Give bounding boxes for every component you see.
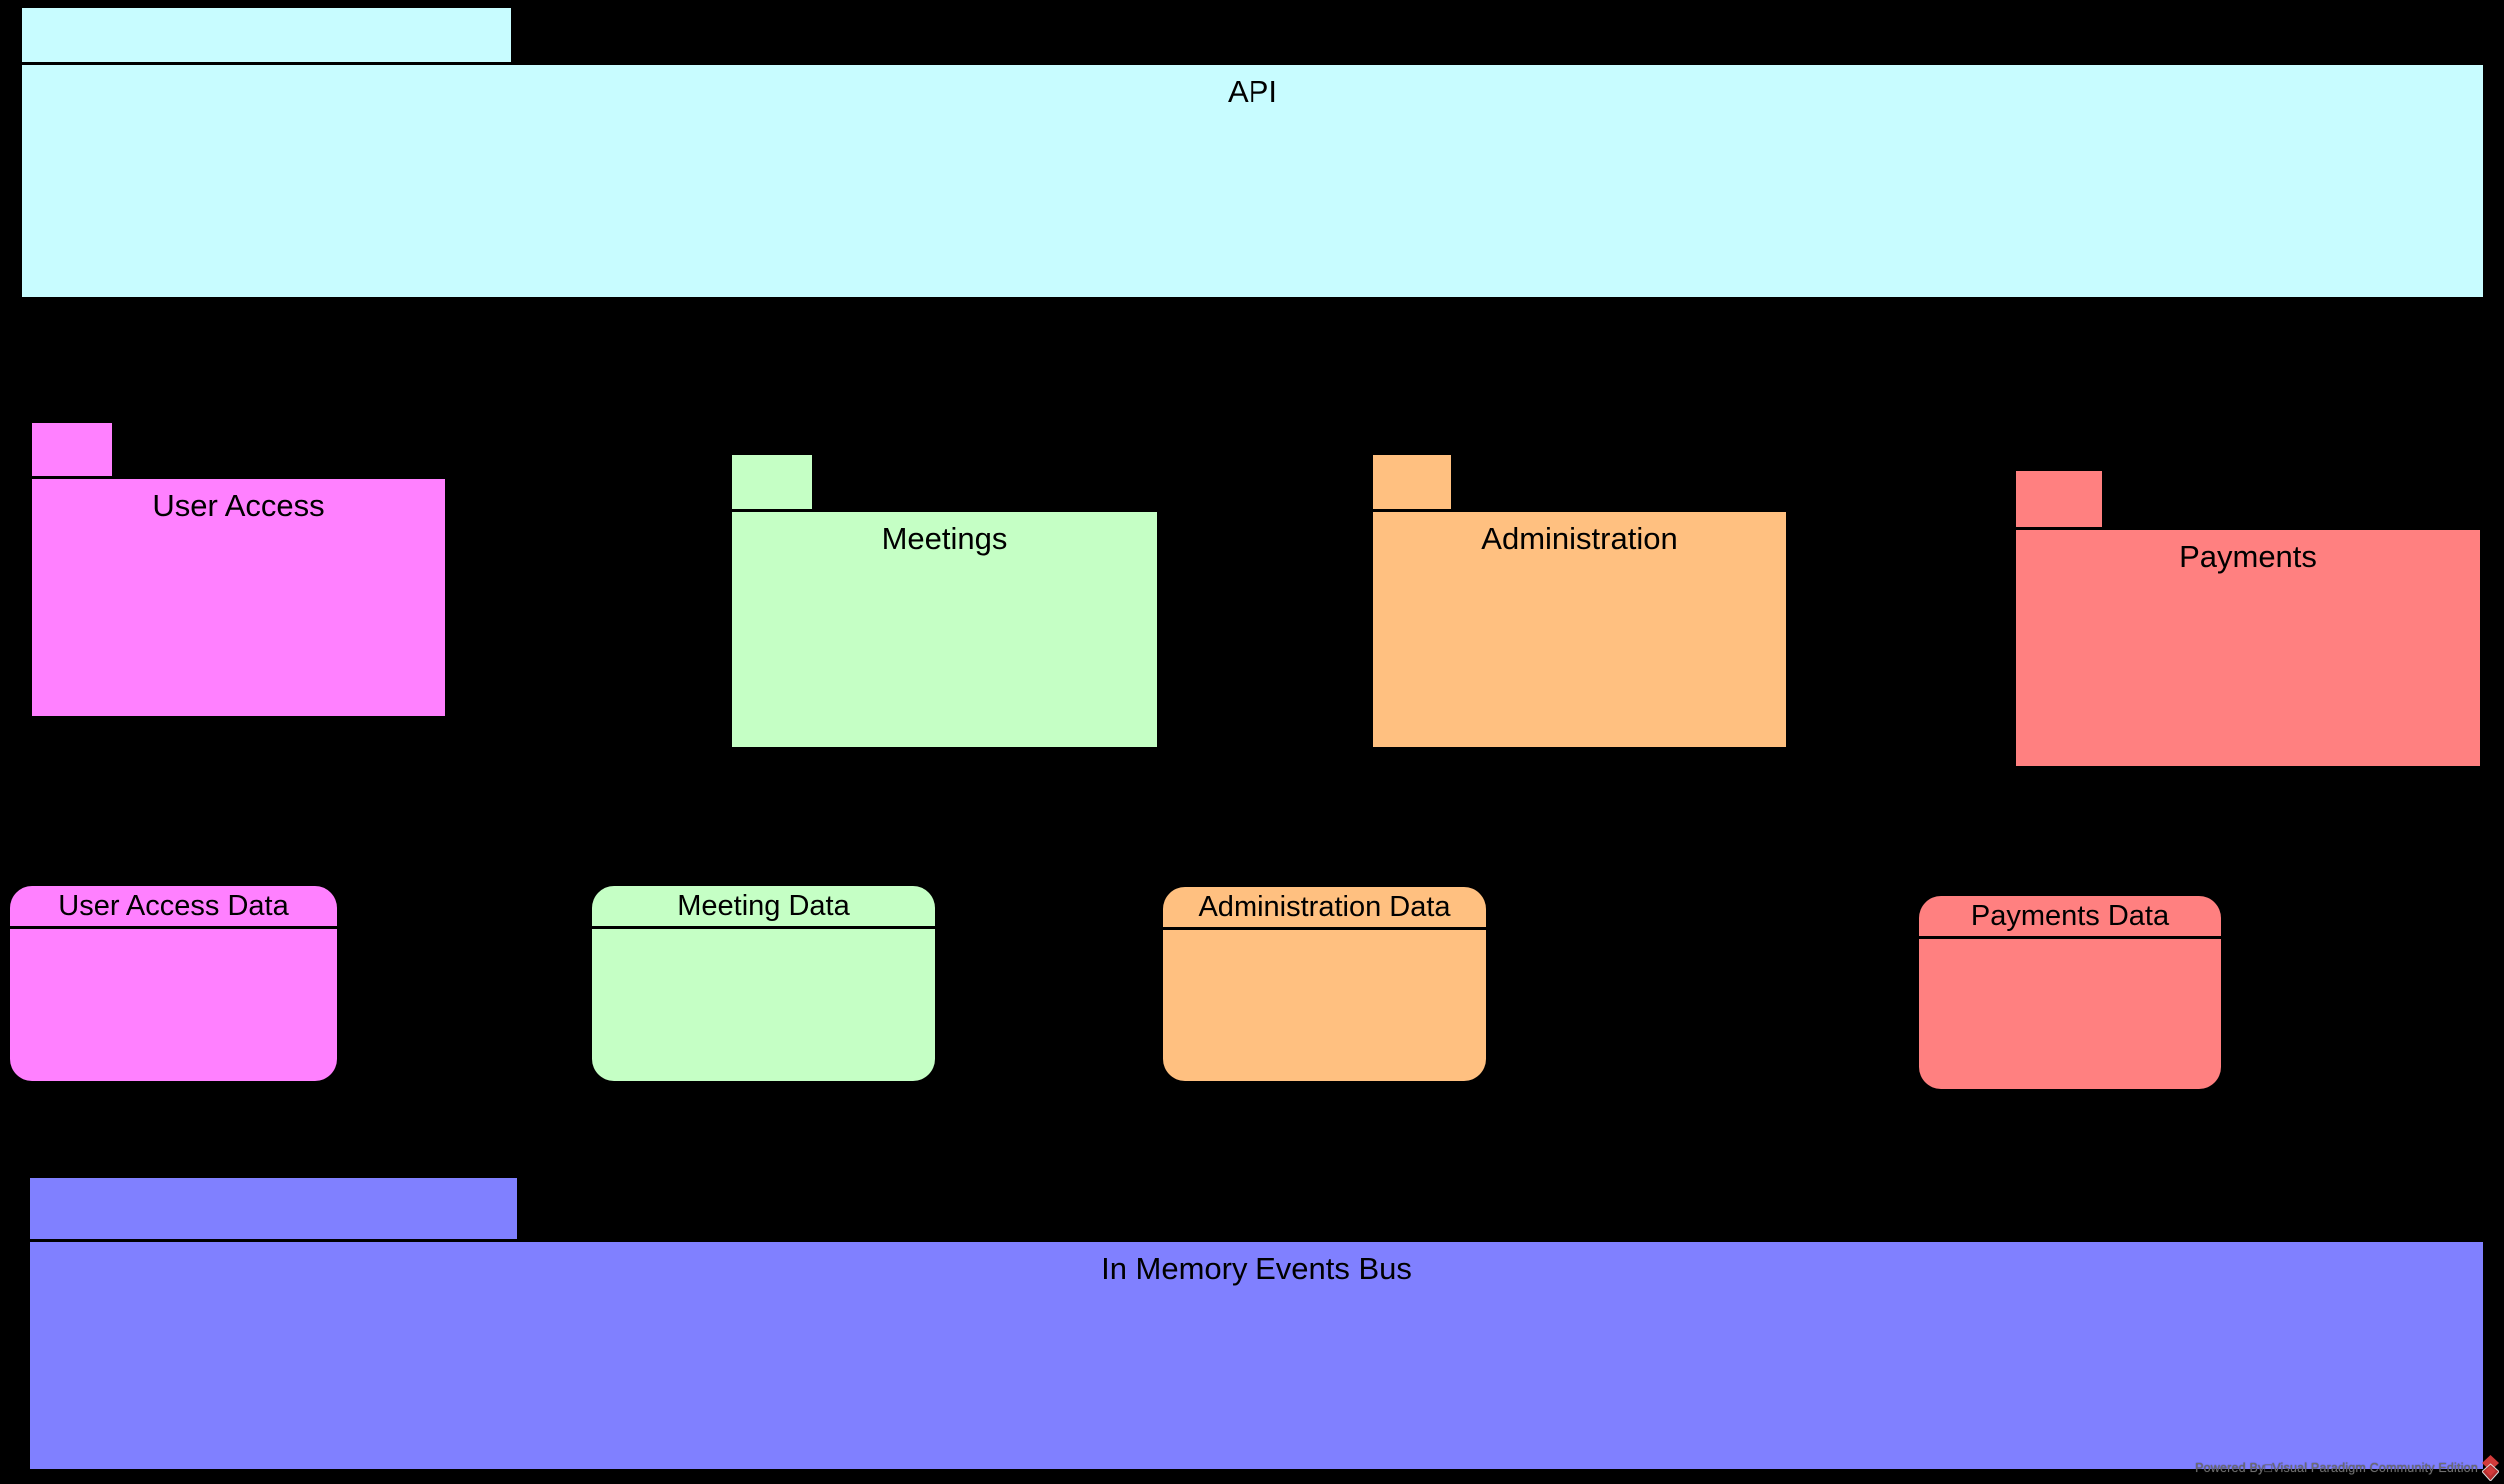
- package-meetings-body: Meetings: [732, 512, 1157, 747]
- package-administration-tab: [1373, 455, 1451, 512]
- package-meetings-tab: [732, 455, 812, 512]
- package-user-access-label: User Access: [152, 488, 325, 523]
- datastore-meeting-data: Meeting Data: [592, 886, 935, 1081]
- datastore-administration-data: Administration Data: [1163, 887, 1486, 1081]
- visual-paradigm-diamond-icon: [2481, 1455, 2500, 1482]
- package-in-memory-events-bus-tab: [30, 1178, 517, 1242]
- datastore-payments-data: Payments Data: [1919, 896, 2221, 1089]
- package-api-body: API: [22, 65, 2483, 297]
- watermark-text: Powered By□Visual Paradigm Community Edi…: [2195, 1461, 2478, 1475]
- datastore-meeting-data-title: Meeting Data: [592, 886, 935, 929]
- package-payments-label: Payments: [2179, 539, 2317, 574]
- watermark: Powered By□Visual Paradigm Community Edi…: [2195, 1455, 2500, 1482]
- package-api-label: API: [1228, 74, 1277, 109]
- package-payments-tab: [2016, 471, 2102, 530]
- package-administration-body: Administration: [1373, 512, 1786, 747]
- datastore-user-access-data-title: User Access Data: [10, 886, 337, 929]
- package-api-tab: [22, 8, 511, 65]
- package-meetings-label: Meetings: [881, 521, 1008, 556]
- datastore-administration-data-title: Administration Data: [1163, 887, 1486, 930]
- package-payments-body: Payments: [2016, 530, 2480, 766]
- datastore-user-access-data: User Access Data: [10, 886, 337, 1081]
- package-in-memory-events-bus-label: In Memory Events Bus: [1101, 1251, 1412, 1286]
- datastore-payments-data-title: Payments Data: [1919, 896, 2221, 939]
- package-administration-label: Administration: [1481, 521, 1678, 556]
- package-user-access-body: User Access: [32, 479, 445, 716]
- package-in-memory-events-bus-body: In Memory Events Bus: [30, 1242, 2483, 1469]
- package-user-access-tab: [32, 423, 112, 479]
